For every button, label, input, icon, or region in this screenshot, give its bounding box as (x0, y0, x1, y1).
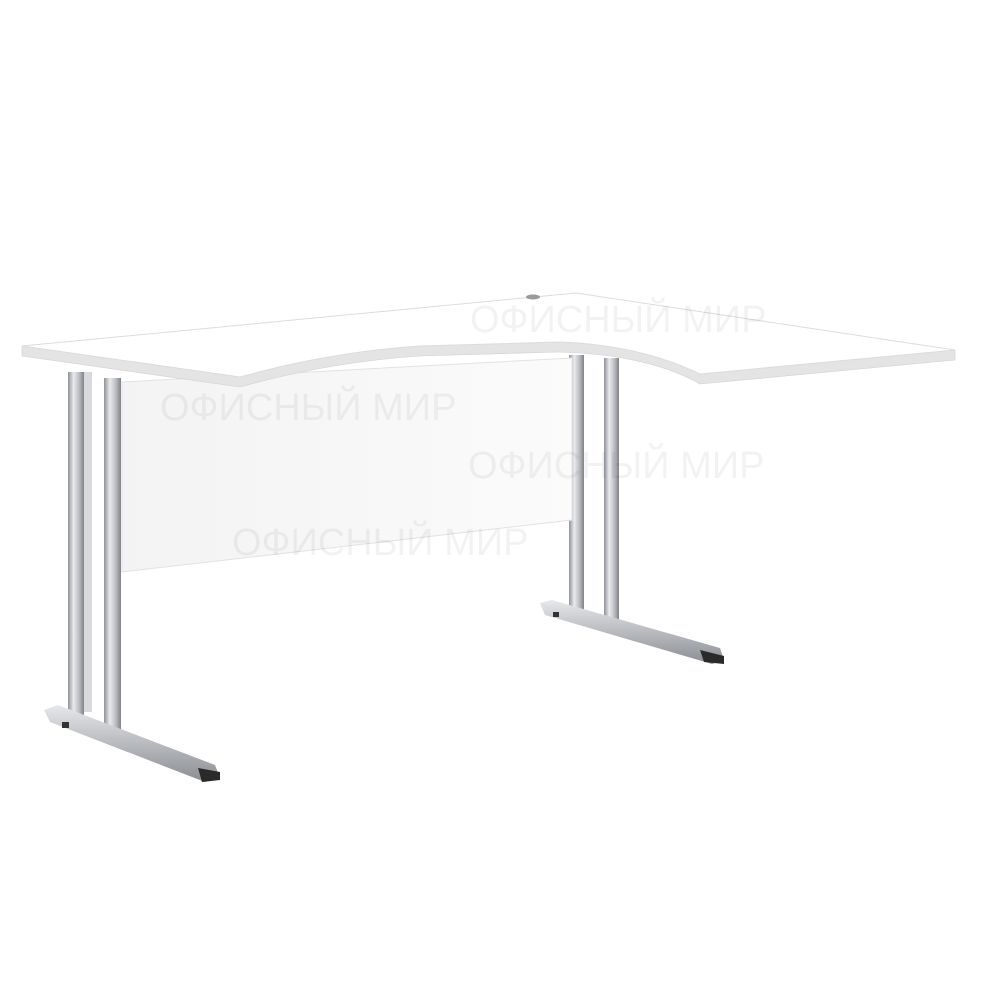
watermark: ОФИСНЫЙ МИР ОФИСНЫЙ МИР ОФИСНЫЙ МИР ОФИС… (160, 296, 766, 564)
cable-grommet (526, 294, 540, 300)
svg-text:ОФИСНЫЙ МИР: ОФИСНЫЙ МИР (160, 384, 456, 429)
svg-text:ОФИСНЫЙ МИР: ОФИСНЫЙ МИР (470, 296, 766, 341)
svg-text:ОФИСНЫЙ МИР: ОФИСНЫЙ МИР (468, 442, 764, 487)
modesty-panel (121, 357, 573, 573)
svg-text:ОФИСНЫЙ МИР: ОФИСНЫЙ МИР (232, 519, 528, 564)
tabletop (21, 292, 956, 378)
foot-cap (198, 768, 220, 782)
right-leg-frame (540, 355, 724, 664)
foot-cap (700, 650, 724, 664)
left-leg-frame (44, 372, 220, 782)
